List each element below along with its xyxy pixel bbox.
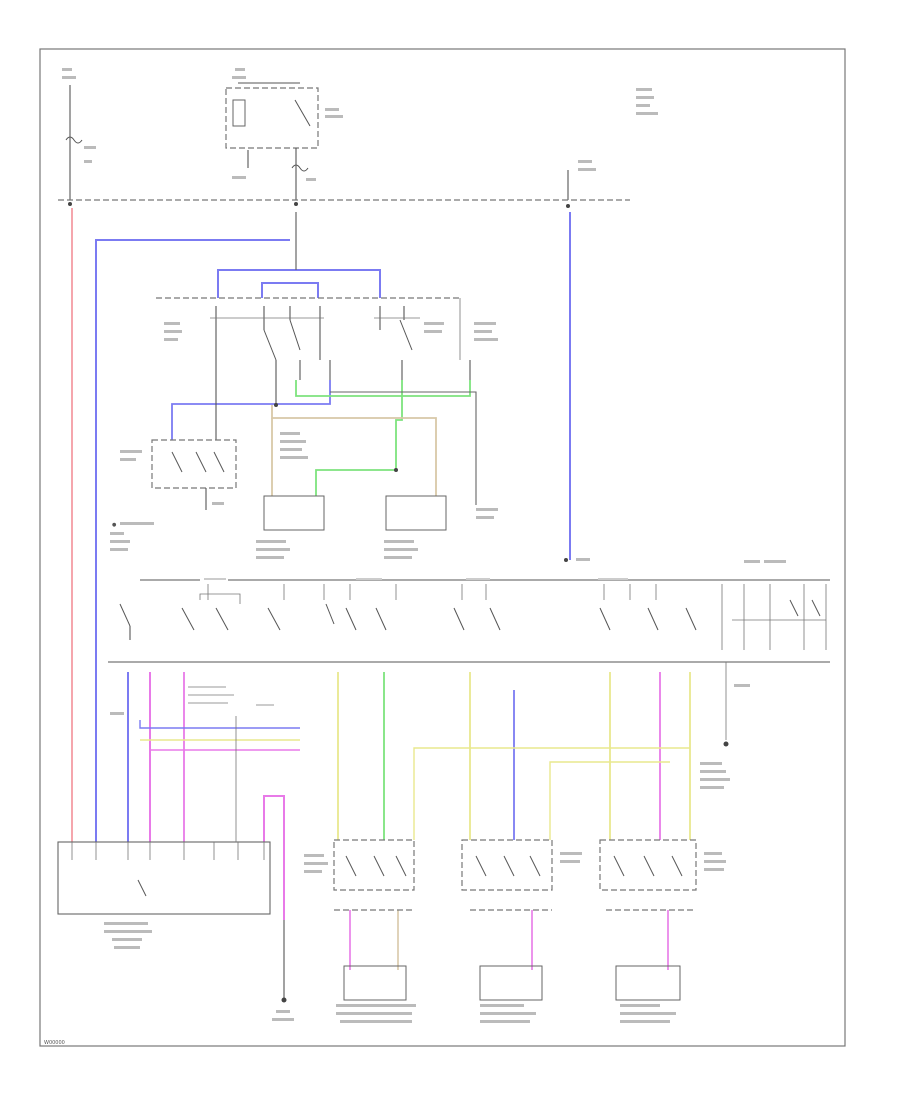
lock-relay-row [108, 560, 830, 663]
door-switches-upper [256, 432, 590, 562]
wire-runs [71, 208, 691, 970]
lockout-switch: ● [110, 439, 237, 551]
power-feed-section [58, 68, 658, 208]
right-ground-relay [700, 662, 750, 789]
diagram-code: W00000 [44, 1040, 65, 1046]
master-window-switch [156, 297, 498, 472]
door-unit-left-rear [461, 839, 582, 1023]
door-unit-passenger [304, 839, 416, 1023]
smart-junction-box [57, 686, 294, 1021]
svg-text:●: ● [112, 522, 117, 528]
door-unit-right-rear [599, 839, 726, 1023]
diagram-border [39, 48, 846, 1047]
